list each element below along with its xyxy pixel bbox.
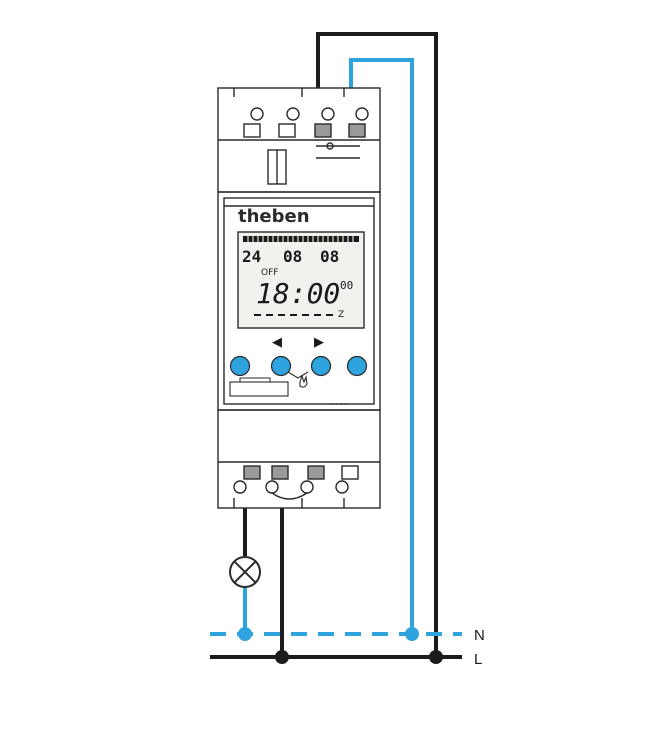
brand-logo: theben [238,206,310,227]
lcd-auto-marker: Z [338,310,344,320]
lcd-day: 24 [242,247,261,266]
left-button[interactable] [270,355,292,377]
menu-button[interactable] [229,355,251,377]
ok-button[interactable] [346,355,368,377]
lcd-seconds: 00 [340,279,353,292]
control-buttons [229,355,368,377]
neutral-wire-supply [349,58,414,634]
junction-dot [429,650,443,664]
live-rail-label: L [474,651,482,668]
label-field-bracket [239,377,271,382]
arrow-left-icon: ◀ [272,335,282,350]
lcd-date-b: 08 [320,247,339,266]
label-field [229,381,289,397]
lcd-display [237,231,365,329]
lcd-time: 18:00 [256,277,340,310]
lcd-date-a: 08 [283,247,302,266]
junction-dot [275,650,289,664]
lcd-state: OFF [261,268,278,278]
timer-switch-device [217,87,381,509]
junction-dot [238,627,252,641]
arrow-right-icon: ▶ [314,335,324,350]
neutral-rail-label: N [474,627,485,644]
live-wire-supply [316,32,438,656]
right-button[interactable] [310,355,332,377]
lamp-cross-icon [229,556,261,588]
lcd-content: 24 08 08 OFF 18:00 00 Z [242,236,359,320]
junction-dot [405,627,419,641]
bottom-terminal-block [217,409,381,509]
manual-hand-icon [287,371,309,388]
